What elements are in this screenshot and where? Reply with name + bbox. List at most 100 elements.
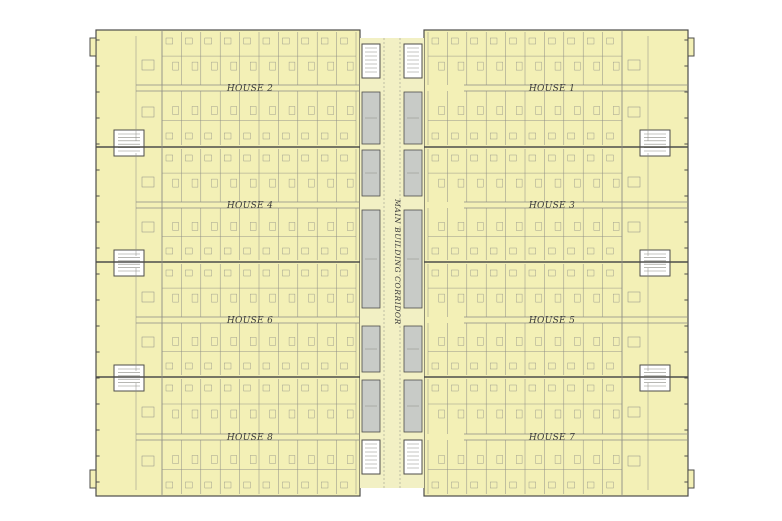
cell-fixture (554, 61, 562, 71)
cell-fixture (327, 61, 334, 71)
cell-fixture (606, 269, 614, 277)
cell-fixture (574, 61, 581, 71)
cell-fixture (477, 337, 484, 346)
cell-fixture (496, 61, 503, 71)
cell-fixture (567, 269, 575, 277)
cell-fixture (191, 178, 199, 188)
cell-fixture (509, 132, 517, 140)
cell-fixture (535, 61, 542, 71)
cell-fixture (308, 455, 315, 464)
cell-fixture (191, 222, 199, 231)
cell-fixture (516, 106, 523, 115)
cell-fixture (438, 337, 445, 346)
cell-fixture (438, 455, 445, 464)
cell-fixture (250, 293, 257, 303)
cell-fixture (477, 455, 484, 464)
cell-fixture (528, 154, 536, 162)
cell-fixture (490, 154, 498, 162)
cell-fixture (574, 222, 581, 231)
cell-fixture (243, 247, 251, 255)
cell-fixture (470, 481, 478, 489)
cell-fixture (477, 106, 484, 115)
corridor-core (360, 38, 424, 488)
cell-fixture (191, 455, 199, 464)
cell-fixture (262, 481, 270, 489)
cell-fixture (574, 337, 581, 346)
cell-fixture (554, 178, 562, 188)
cell-fixture (347, 409, 354, 419)
cell-fixture (528, 481, 536, 489)
cell-fixture (470, 384, 478, 392)
cell-fixture (535, 337, 542, 346)
cell-fixture (250, 455, 257, 464)
cell-fixture (230, 106, 237, 115)
cell-fixture (172, 61, 179, 71)
cell-fixture (490, 362, 498, 370)
cell-fixture (451, 247, 459, 255)
cell-fixture (535, 106, 542, 115)
cell-fixture (204, 37, 212, 45)
cell-fixture (204, 384, 212, 392)
cell-fixture (250, 222, 257, 231)
cell-fixture (282, 132, 290, 140)
cell-fixture (528, 132, 536, 140)
cell-fixture (308, 106, 315, 115)
cell-fixture (301, 132, 309, 140)
cell-fixture (554, 222, 562, 231)
cell-fixture (496, 409, 503, 419)
cell-fixture (451, 362, 459, 370)
cell-fixture (243, 154, 251, 162)
cell-fixture (548, 362, 556, 370)
cell-fixture (535, 178, 542, 188)
cell-fixture (606, 384, 614, 392)
cell-fixture (477, 222, 484, 231)
cell-fixture (172, 178, 179, 188)
cell-fixture (574, 455, 581, 464)
cell-fixture (587, 384, 595, 392)
cell-fixture (288, 106, 296, 115)
stair-tower (639, 249, 671, 277)
house-label-5: HOUSE 5 (528, 316, 575, 326)
cell-fixture (230, 178, 237, 188)
cell-fixture (528, 384, 536, 392)
cell-fixture (165, 154, 173, 162)
cell-fixture (262, 269, 270, 277)
cell-fixture (548, 37, 556, 45)
cell-fixture (347, 293, 354, 303)
cell-fixture (509, 154, 517, 162)
cell-fixture (204, 481, 212, 489)
cell-fixture (567, 154, 575, 162)
cell-fixture (593, 293, 600, 303)
corridor-stair (403, 43, 423, 79)
cell-fixture (593, 61, 600, 71)
cell-fixture (262, 37, 270, 45)
cell-fixture (250, 337, 257, 346)
cell-fixture (438, 61, 445, 71)
dayroom-fixture (627, 291, 641, 303)
cell-fixture (230, 337, 237, 346)
cell-fixture (172, 455, 179, 464)
cell-fixture (574, 293, 581, 303)
cell-fixture (308, 293, 315, 303)
cell-fixture (321, 481, 329, 489)
cell-fixture (301, 37, 309, 45)
cell-fixture (340, 269, 348, 277)
cell-fixture (327, 293, 334, 303)
cell-fixture (470, 37, 478, 45)
cell-fixture (457, 293, 465, 303)
cell-fixture (191, 293, 199, 303)
cell-fixture (301, 384, 309, 392)
house-label-2: HOUSE 2 (226, 84, 273, 94)
cell-fixture (262, 154, 270, 162)
cell-fixture (606, 247, 614, 255)
cell-fixture (185, 247, 193, 255)
cell-fixture (548, 481, 556, 489)
cell-fixture (191, 337, 199, 346)
cell-fixture (496, 222, 503, 231)
cell-fixture (516, 455, 523, 464)
cell-fixture (516, 293, 523, 303)
cell-fixture (243, 481, 251, 489)
cell-fixture (431, 132, 439, 140)
cell-fixture (347, 61, 354, 71)
cell-fixture (477, 409, 484, 419)
